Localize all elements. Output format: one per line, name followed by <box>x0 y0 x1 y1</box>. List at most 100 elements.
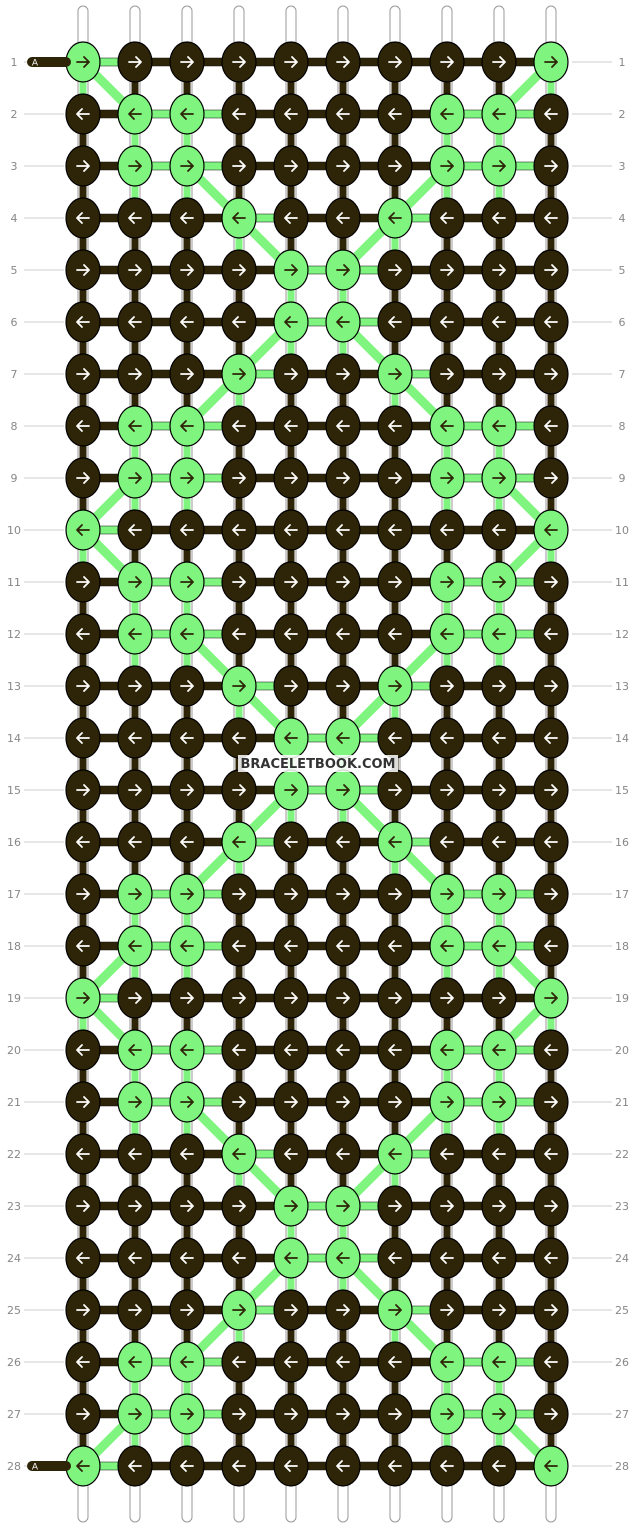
knot-r20-c3 <box>169 1029 205 1071</box>
arrow-right-icon <box>284 576 298 588</box>
arrow-left-icon <box>336 1148 350 1160</box>
end-string <box>27 1461 71 1471</box>
arrow-right-icon <box>544 680 558 692</box>
knot-r9-c5 <box>273 457 309 499</box>
arrow-left-icon <box>180 836 194 848</box>
arrow-left-icon <box>284 1252 298 1264</box>
arrow-right-icon <box>232 56 246 68</box>
knot-r5-c4 <box>221 249 257 291</box>
arrow-right-icon <box>440 472 454 484</box>
arrow-left-icon <box>336 628 350 640</box>
arrow-right-icon <box>128 992 142 1004</box>
knot-r24-c3 <box>169 1237 205 1279</box>
knot-r7-c4 <box>221 353 257 395</box>
arrow-right-icon <box>336 1200 350 1212</box>
knot-r9-c9 <box>481 457 517 499</box>
knot-r20-c10 <box>533 1029 569 1071</box>
arrow-left-icon <box>544 628 558 640</box>
arrow-left-icon <box>388 732 402 744</box>
knot-r2-c7 <box>377 93 413 135</box>
arrow-left-icon <box>284 836 298 848</box>
arrow-right-icon <box>388 368 402 380</box>
arrow-left-icon <box>180 420 194 432</box>
arrow-left-icon <box>388 420 402 432</box>
row-label-right: 17 <box>615 888 629 901</box>
knot-r6-c7 <box>377 301 413 343</box>
arrow-right-icon <box>180 888 194 900</box>
arrow-left-icon <box>492 316 506 328</box>
arrow-left-icon <box>388 1356 402 1368</box>
arrow-left-icon <box>76 316 90 328</box>
knot-r13-c6 <box>325 665 361 707</box>
knot-r23-c1 <box>65 1185 101 1227</box>
knot-r2-c6 <box>325 93 361 135</box>
arrow-left-icon <box>492 108 506 120</box>
knot-r10-c4 <box>221 509 257 551</box>
arrow-left-icon <box>76 108 90 120</box>
knot-r19-c6 <box>325 977 361 1019</box>
knot-r19-c2 <box>117 977 153 1019</box>
knot-r24-c2 <box>117 1237 153 1279</box>
arrow-right-icon <box>76 368 90 380</box>
arrow-left-icon <box>128 1044 142 1056</box>
arrow-right-icon <box>492 472 506 484</box>
knot-r12-c8 <box>429 613 465 655</box>
arrow-left-icon <box>76 732 90 744</box>
knot-r14-c9 <box>481 717 517 759</box>
knot-r13-c4 <box>221 665 257 707</box>
row-label-left: 23 <box>7 1200 21 1213</box>
knot-r11-c1 <box>65 561 101 603</box>
arrow-left-icon <box>284 420 298 432</box>
knot-r4-c10 <box>533 197 569 239</box>
arrow-left-icon <box>284 1356 298 1368</box>
row-label-right: 1 <box>619 56 626 69</box>
row-label-left: 25 <box>7 1304 21 1317</box>
knot-r26-c7 <box>377 1341 413 1383</box>
knot-r20-c6 <box>325 1029 361 1071</box>
knot-r27-c4 <box>221 1393 257 1435</box>
knot-r16-c3 <box>169 821 205 863</box>
knot-r26-c6 <box>325 1341 361 1383</box>
arrow-right-icon <box>336 1096 350 1108</box>
knot-r18-c8 <box>429 925 465 967</box>
arrow-right-icon <box>388 1200 402 1212</box>
knot-r8-c8 <box>429 405 465 447</box>
row-label-left: 2 <box>11 108 18 121</box>
knot-r7-c7 <box>377 353 413 395</box>
knot-r25-c4 <box>221 1289 257 1331</box>
knot-r23-c3 <box>169 1185 205 1227</box>
knot-r19-c8 <box>429 977 465 1019</box>
knot-r16-c2 <box>117 821 153 863</box>
arrow-left-icon <box>232 1356 246 1368</box>
knot-r23-c6 <box>325 1185 361 1227</box>
knot-r11-c9 <box>481 561 517 603</box>
arrow-left-icon <box>232 212 246 224</box>
knot-r10-c10 <box>533 509 569 551</box>
knot-r25-c9 <box>481 1289 517 1331</box>
knot-r19-c4 <box>221 977 257 1019</box>
knot-r4-c6 <box>325 197 361 239</box>
arrow-right-icon <box>544 264 558 276</box>
arrow-left-icon <box>284 524 298 536</box>
knot-r23-c7 <box>377 1185 413 1227</box>
arrow-right-icon <box>336 56 350 68</box>
row-label-right: 4 <box>619 212 626 225</box>
knot-r1-c8 <box>429 41 465 83</box>
knot-r2-c8 <box>429 93 465 135</box>
arrow-right-icon <box>544 992 558 1004</box>
knot-r26-c5 <box>273 1341 309 1383</box>
arrow-left-icon <box>336 732 350 744</box>
knot-r4-c2 <box>117 197 153 239</box>
knot-r21-c6 <box>325 1081 361 1123</box>
arrow-left-icon <box>128 420 142 432</box>
row-label-right: 22 <box>615 1148 629 1161</box>
arrow-left-icon <box>544 732 558 744</box>
knot-r13-c5 <box>273 665 309 707</box>
knot-r17-c5 <box>273 873 309 915</box>
knot-r14-c2 <box>117 717 153 759</box>
knot-r6-c2 <box>117 301 153 343</box>
arrow-right-icon <box>388 56 402 68</box>
knot-r12-c9 <box>481 613 517 655</box>
knot-r24-c5 <box>273 1237 309 1279</box>
knot-r4-c5 <box>273 197 309 239</box>
